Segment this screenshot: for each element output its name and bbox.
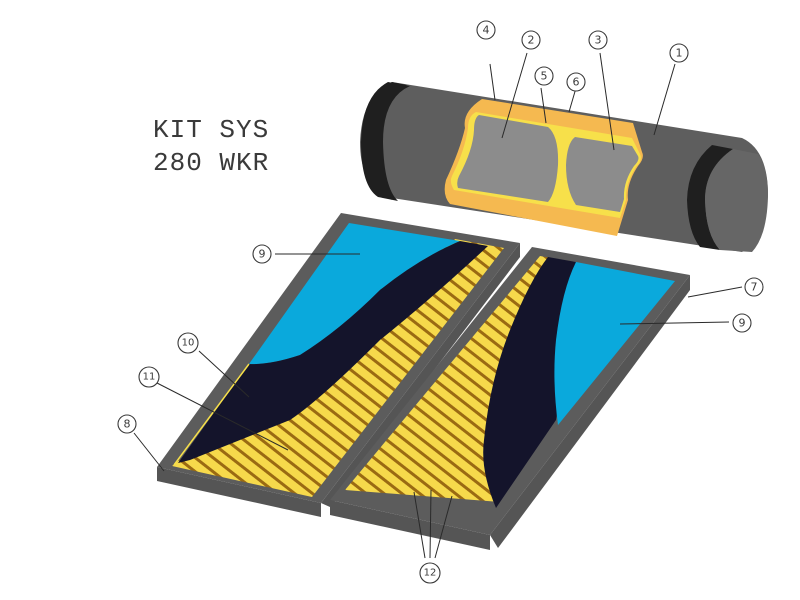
tank-right-band xyxy=(687,145,733,250)
callout-7: 7 xyxy=(744,277,764,297)
svg-text:7: 7 xyxy=(751,281,758,294)
svg-text:12: 12 xyxy=(424,568,437,579)
callout-12: 12 xyxy=(419,562,441,584)
callout-1: 1 xyxy=(669,43,689,63)
svg-text:5: 5 xyxy=(541,70,548,83)
svg-text:8: 8 xyxy=(124,418,131,431)
svg-text:1: 1 xyxy=(676,47,683,60)
storage-tank xyxy=(360,82,768,252)
callout-2: 2 xyxy=(521,30,541,50)
svg-text:9: 9 xyxy=(259,248,266,261)
title-line-1: KIT SYS xyxy=(153,115,269,145)
callout-4: 4 xyxy=(476,20,496,40)
tank-inner-chamber-right xyxy=(566,137,639,212)
svg-text:4: 4 xyxy=(483,24,490,37)
product-title: KIT SYS 280 WKR xyxy=(153,115,269,178)
callout-9-left: 9 xyxy=(252,244,272,264)
right-panel-glass-cover xyxy=(554,262,675,425)
callout-10: 10 xyxy=(177,332,199,354)
callout-9-right: 9 xyxy=(732,313,752,333)
svg-text:9: 9 xyxy=(739,317,746,330)
callout-6: 6 xyxy=(566,72,586,92)
svg-text:2: 2 xyxy=(528,34,535,47)
svg-text:3: 3 xyxy=(595,34,602,47)
right-panel-absorber-plate xyxy=(483,257,576,508)
tank-right-end-face xyxy=(705,149,768,252)
solar-collector-left xyxy=(157,213,520,517)
callout-5: 5 xyxy=(534,66,554,86)
title-line-2: 280 WKR xyxy=(153,148,269,178)
callout-3: 3 xyxy=(588,30,608,50)
svg-text:11: 11 xyxy=(143,372,156,383)
left-panel-glass-cover xyxy=(249,223,460,365)
callout-8: 8 xyxy=(117,414,137,434)
callout-11: 11 xyxy=(138,366,160,388)
solar-collector-right xyxy=(330,247,690,550)
svg-text:10: 10 xyxy=(182,338,195,349)
leader-lines xyxy=(133,52,743,559)
svg-text:6: 6 xyxy=(573,76,580,89)
left-panel-absorber-plate xyxy=(178,241,488,463)
tank-inner-chamber-left xyxy=(457,115,559,202)
